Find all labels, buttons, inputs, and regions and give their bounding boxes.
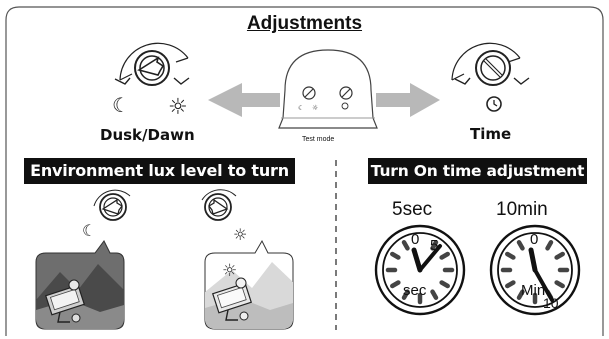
dial-5sec-zero: 0 bbox=[411, 231, 420, 248]
dial-tick bbox=[439, 280, 450, 289]
dial-tick bbox=[401, 240, 410, 251]
dial-tick bbox=[516, 289, 525, 300]
svg-text:☾: ☾ bbox=[298, 104, 304, 112]
dial-tick bbox=[505, 251, 516, 260]
dial-tick bbox=[390, 251, 401, 260]
dial-tick bbox=[439, 251, 450, 260]
dial-5sec-five: 5 bbox=[430, 237, 439, 254]
clock-icon bbox=[486, 96, 502, 112]
lux-knob-dusk: ☾ bbox=[82, 189, 131, 240]
dial-tick bbox=[430, 289, 439, 300]
dial-tick bbox=[554, 251, 565, 260]
time-knob bbox=[451, 42, 530, 112]
sensor-knob-lux: ☾ ☼ bbox=[298, 86, 318, 112]
dial-tick bbox=[430, 240, 439, 251]
dial-tick bbox=[390, 280, 401, 289]
dial-5sec-unit: sec bbox=[403, 282, 427, 299]
sun-icon: ☼ bbox=[233, 225, 247, 244]
dusk-dawn-knob: ☾ ☼ bbox=[112, 42, 190, 120]
moon-icon: ☾ bbox=[112, 93, 130, 117]
dial-10min bbox=[489, 224, 581, 316]
dial-10min-caption: 10min bbox=[496, 199, 548, 220]
dial-5sec bbox=[374, 224, 466, 316]
dial-tick bbox=[554, 280, 565, 289]
sensor-knob-time bbox=[339, 86, 353, 110]
dial-tick bbox=[516, 240, 525, 251]
light-scene-illustration: ☼ bbox=[204, 239, 294, 330]
sun-icon: ☼ bbox=[222, 261, 237, 281]
dial-tick bbox=[505, 280, 516, 289]
moon-icon: ☾ bbox=[82, 221, 96, 240]
time-label: Time bbox=[470, 125, 512, 143]
sensor-unit: ☾ ☼ bbox=[278, 49, 378, 129]
sun-icon: ☼ bbox=[168, 95, 188, 120]
dial-5sec-caption: 5sec bbox=[392, 199, 433, 220]
left-arrow bbox=[208, 83, 280, 117]
test-mode-label: Test mode bbox=[302, 136, 335, 143]
page-title: Adjustments bbox=[246, 13, 363, 34]
dusk-dawn-label: Dusk/Dawn bbox=[100, 126, 195, 144]
dial-tick bbox=[545, 240, 554, 251]
dial-10min-unit: Min bbox=[521, 282, 546, 299]
turn-on-time-heading: Turn On time adjustment bbox=[368, 158, 587, 184]
dial-10min-ten: 10 bbox=[543, 295, 559, 311]
dial-10min-zero: 0 bbox=[530, 231, 539, 248]
dial-tick bbox=[401, 289, 410, 300]
environment-heading: Environment lux level to turn On bbox=[24, 158, 295, 206]
right-arrow bbox=[376, 83, 440, 117]
dark-scene-illustration bbox=[35, 240, 125, 330]
lux-knob-dawn: ☼ bbox=[201, 189, 247, 244]
outer-frame bbox=[5, 6, 604, 336]
svg-text:☼: ☼ bbox=[312, 104, 318, 112]
